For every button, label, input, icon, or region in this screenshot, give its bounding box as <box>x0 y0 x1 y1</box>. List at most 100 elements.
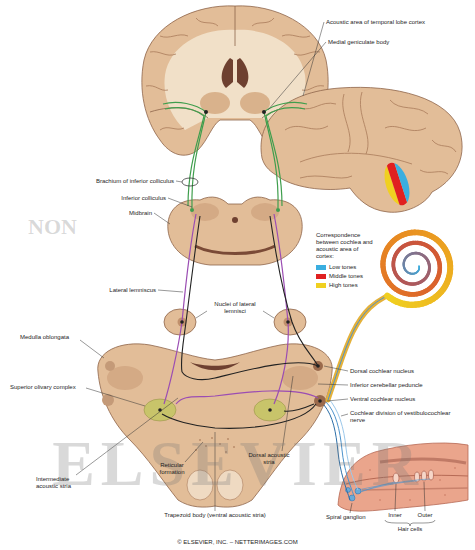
relay-dot <box>318 399 322 403</box>
part-label: Intermediate acoustic stria <box>36 476 86 490</box>
leader-line <box>341 414 348 416</box>
ascending-pathway <box>181 216 200 372</box>
cochlea-spiral <box>418 268 420 270</box>
part-label: Nuclei of lateral lemnisci <box>210 301 260 315</box>
cochlea-spiral <box>403 266 405 269</box>
legend-text: High tones <box>329 282 358 289</box>
gyrus-fold <box>300 176 352 178</box>
gyrus-fold <box>432 140 456 152</box>
lateral-ventricle <box>222 58 233 88</box>
ascending-pathway <box>162 404 316 428</box>
cochlea-spiral <box>418 267 420 269</box>
ascending-pathway <box>270 216 318 366</box>
hair-cell-bracket <box>385 520 435 526</box>
part-label: Inferior cerebellar peduncle <box>350 382 465 389</box>
part-label: Spiral ganglion <box>326 514 376 521</box>
auditory-radiation <box>266 116 282 206</box>
gyrus-fold <box>282 35 310 37</box>
part-label: Hair cells <box>380 526 440 533</box>
thalamus <box>200 92 230 114</box>
copyright-line: © ELSEVIER, INC. – NETTERIMAGES.COM <box>0 539 475 546</box>
substantia-nigra <box>195 246 275 254</box>
leader-line <box>263 311 274 318</box>
lateral-brain-view <box>261 87 462 212</box>
leader-line <box>303 22 324 96</box>
cochlea-spiral <box>412 273 415 275</box>
relay-dot <box>268 408 272 412</box>
legend-swatch <box>316 274 326 279</box>
cochlea-spiral <box>403 258 406 261</box>
leader-line <box>158 290 183 292</box>
leader-line <box>80 340 104 358</box>
tissue-texture <box>409 499 411 501</box>
cochlea-spiral <box>403 267 406 270</box>
gyrus-fold <box>420 170 448 174</box>
leader-line <box>176 181 182 182</box>
ascending-pathway <box>182 363 318 380</box>
leader-line <box>318 384 348 385</box>
auditory-radiation <box>192 112 206 208</box>
cochlea-spiral <box>416 271 418 273</box>
part-label: Medial geniculate body <box>328 39 428 46</box>
relay-dot <box>286 320 290 324</box>
auditory-radiation <box>163 102 307 208</box>
inferior-cerebellar-peduncle <box>282 366 318 390</box>
cochlea-spiral <box>418 267 420 269</box>
cochlea-spiral <box>404 257 407 260</box>
cerebral-aqueduct <box>232 217 238 223</box>
legend-row: Low tones <box>316 264 356 271</box>
legend-swatch <box>316 265 326 270</box>
relay-dot <box>190 208 194 212</box>
leader-line <box>196 311 207 318</box>
cochlea-spiral <box>418 265 420 267</box>
gyrus-fold <box>196 18 218 26</box>
relay-dot <box>180 320 184 324</box>
leader-line <box>424 482 425 511</box>
midbrain-section <box>168 197 302 265</box>
cochlea-spiral <box>418 269 420 271</box>
part-label: Ventral cochlear nucleus <box>350 396 465 403</box>
leader-line <box>350 503 352 513</box>
outer-hair-cell <box>429 470 434 480</box>
tissue-texture <box>444 494 446 496</box>
cochlea-spiral <box>413 272 416 274</box>
legend-heading: Correspondence between cochlea and acous… <box>316 232 378 260</box>
gyrus-fold <box>385 126 426 130</box>
cochlea-spiral <box>404 268 407 271</box>
part-label: Medulla oblongata <box>20 334 90 341</box>
leader-line <box>324 366 348 371</box>
gyrus-fold <box>360 92 368 154</box>
brachium-marker <box>182 178 198 186</box>
intermediate-pathway <box>164 214 196 404</box>
gyrus-fold <box>252 18 274 26</box>
dorsal-cochlear-nucleus <box>105 361 115 371</box>
part-label: Inferior colliculus <box>86 195 166 202</box>
legend-row: High tones <box>316 282 358 289</box>
cochlea-spiral <box>403 267 406 270</box>
cochlea-spiral <box>405 256 408 259</box>
cochlea-spiral <box>418 266 420 268</box>
tonotopic-stripe <box>394 158 416 204</box>
gyrus-fold <box>285 92 456 178</box>
lateral-brain-view <box>261 87 462 212</box>
cochlea-spiral <box>404 257 407 260</box>
leader-line <box>168 198 192 207</box>
gyrus-fold <box>160 128 184 130</box>
tissue-texture <box>379 499 381 501</box>
cochlea-spiral <box>410 273 413 275</box>
relay-dot <box>204 110 208 114</box>
part-label: Dorsal acoustic stria <box>248 452 290 466</box>
cochlea-spiral <box>406 271 409 274</box>
superior-olivary-complex <box>254 399 286 421</box>
superior-olivary-complex <box>144 399 176 421</box>
tonotopic-stripe <box>378 158 415 209</box>
cochlea-spiral <box>418 268 420 270</box>
legend-text: Low tones <box>329 264 356 271</box>
intermediate-pathway <box>176 391 318 404</box>
gyrus-fold <box>390 100 428 114</box>
part-label: Midbrain <box>92 210 152 217</box>
lateral-ventricle <box>237 58 248 88</box>
cochlea-spiral <box>403 265 405 268</box>
relay-dot <box>158 408 162 412</box>
